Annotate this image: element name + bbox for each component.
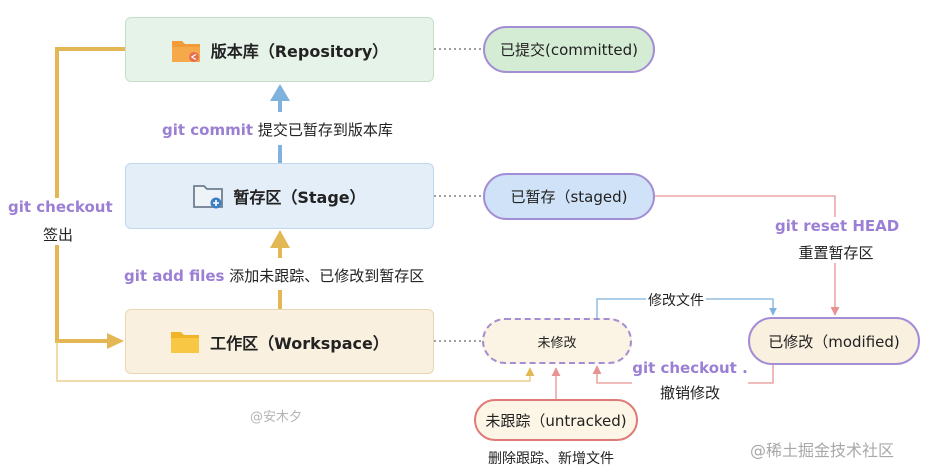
checkout-command: git checkout bbox=[8, 198, 113, 216]
add-arrow-head bbox=[270, 230, 290, 248]
reset-description: 重置暂存区 bbox=[798, 244, 874, 262]
untracked-note: 删除跟踪、新增文件 bbox=[488, 451, 614, 467]
reset-command: git reset HEAD bbox=[775, 217, 900, 235]
reset-label: git reset HEAD 重置暂存区 bbox=[775, 217, 900, 263]
state-staged: 已暂存（staged) bbox=[483, 173, 655, 220]
workspace-box: 工作区（Workspace） bbox=[125, 309, 434, 374]
checkout-thin-path bbox=[56, 341, 535, 382]
folder-icon bbox=[170, 329, 200, 355]
checkout-dot-label: git checkout . 撤销修改 bbox=[632, 359, 748, 403]
checkout-thick-path bbox=[55, 47, 125, 343]
modify-file-label: 修改文件 bbox=[646, 290, 706, 310]
checkout-label: git checkout 签出 bbox=[8, 198, 113, 245]
repository-box: 版本库（Repository） bbox=[125, 17, 434, 82]
repository-label: 版本库（Repository） bbox=[210, 41, 389, 61]
add-description: 添加未跟踪、已修改到暂存区 bbox=[229, 267, 425, 285]
commit-description: 提交已暂存到版本库 bbox=[257, 121, 393, 139]
checkout-dot-command: git checkout . bbox=[632, 359, 748, 377]
workspace-label: 工作区（Workspace） bbox=[210, 333, 389, 353]
state-staged-label: 已暂存（staged) bbox=[510, 188, 628, 206]
add-command: git add files bbox=[124, 267, 225, 285]
state-modified: 已修改（modified) bbox=[748, 317, 920, 365]
state-committed: 已提交(committed) bbox=[483, 26, 655, 73]
commit-label: git commit 提交已暂存到版本库 bbox=[162, 119, 393, 140]
folder-share-icon bbox=[171, 37, 201, 63]
state-unmodified-label: 未修改 bbox=[537, 335, 577, 351]
checkout-description: 签出 bbox=[42, 226, 73, 244]
commit-arrow-head bbox=[270, 84, 290, 101]
add-label: git add files 添加未跟踪、已修改到暂存区 bbox=[124, 265, 424, 286]
state-untracked-label: 未跟踪（untracked) bbox=[485, 411, 627, 430]
checkout-dot-description: 撤销修改 bbox=[659, 384, 720, 402]
stage-box: 暂存区（Stage） bbox=[125, 163, 434, 229]
state-untracked: 未跟踪（untracked) bbox=[474, 399, 638, 441]
stage-label: 暂存区（Stage） bbox=[233, 188, 366, 207]
state-unmodified: 未修改 bbox=[482, 318, 632, 364]
site-watermark: @稀土掘金技术社区 bbox=[750, 441, 895, 460]
folder-add-icon bbox=[193, 183, 224, 209]
state-modified-label: 已修改（modified) bbox=[768, 332, 900, 351]
reset-head-path bbox=[655, 195, 840, 316]
author-watermark: @安木夕 bbox=[250, 410, 303, 425]
checkout-arrow-head bbox=[107, 333, 124, 349]
commit-command: git commit bbox=[162, 121, 254, 139]
state-committed-label: 已提交(committed) bbox=[499, 41, 639, 59]
